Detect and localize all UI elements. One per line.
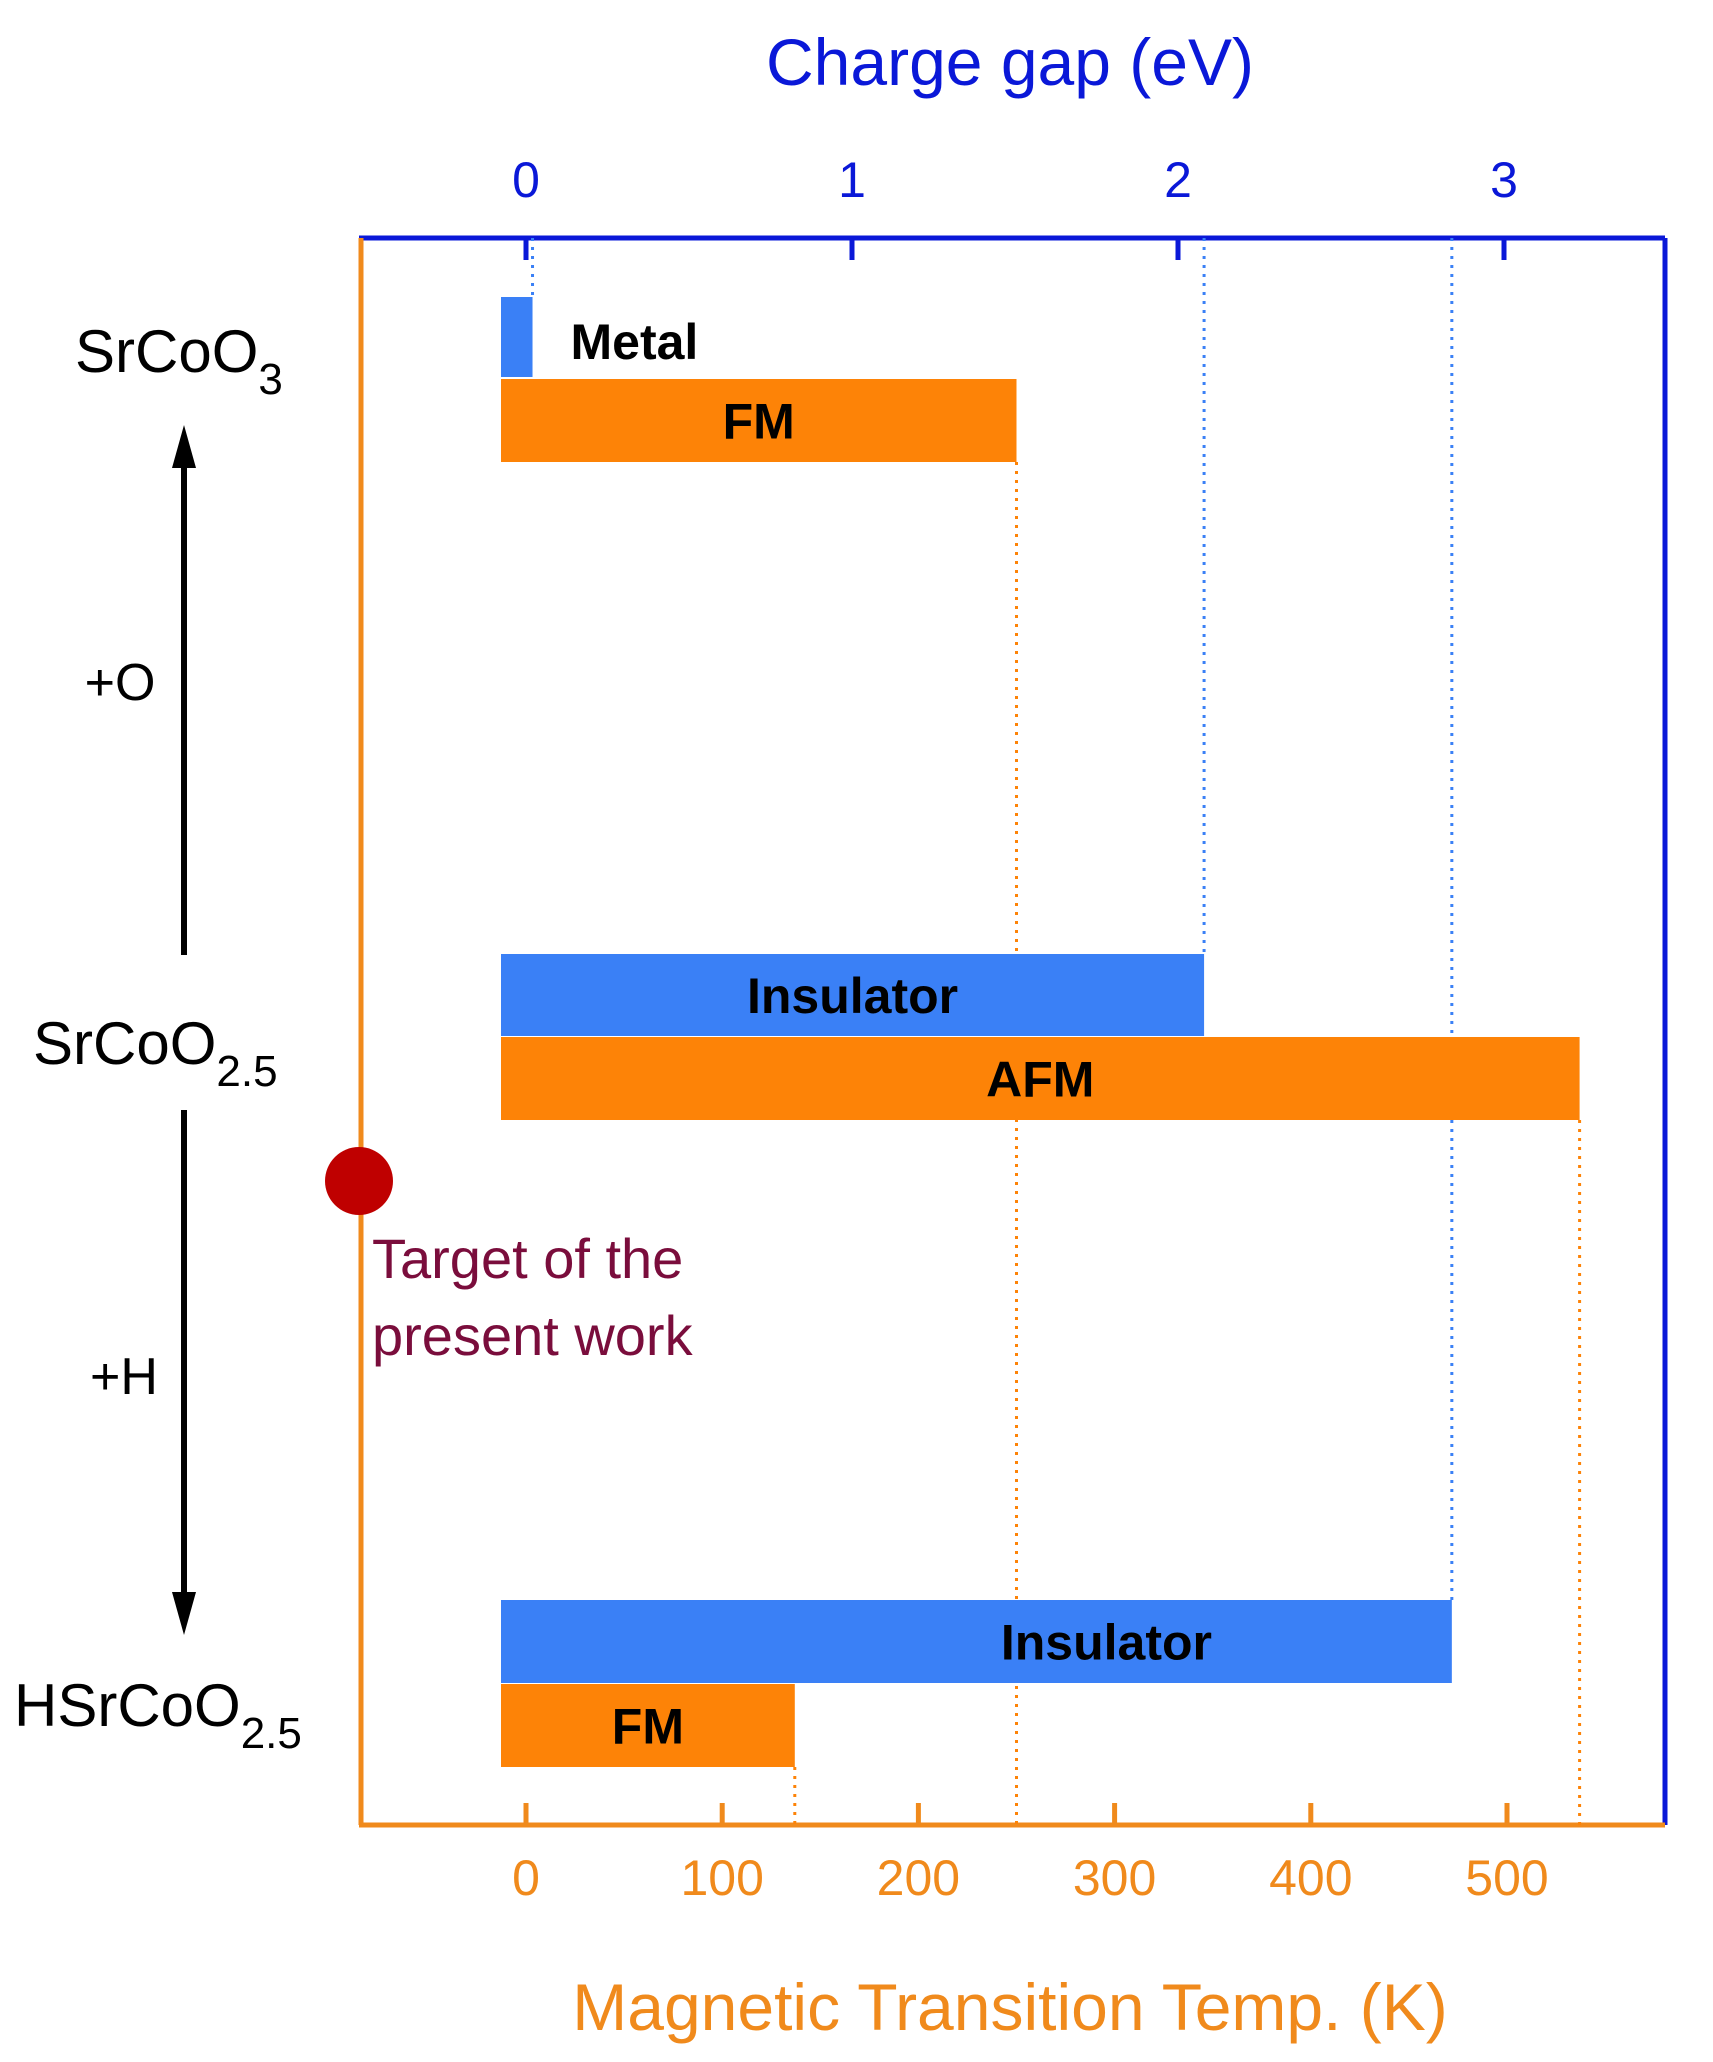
compound-label-sub: 2.5 — [216, 1047, 277, 1096]
top-axis-tick-label: 0 — [512, 152, 540, 208]
charge-gap-bar-label: Metal — [571, 314, 699, 370]
charge-gap-bar-label: Insulator — [1001, 1615, 1212, 1671]
magnetic-bar-label: FM — [612, 1699, 684, 1755]
top-axis-ticks: 0 1 2 3 — [512, 152, 1518, 260]
compound-label-main: SrCoO — [33, 1010, 216, 1077]
bottom-axis-title: Magnetic Transition Temp. (K) — [572, 1970, 1447, 2044]
compound-label-srcoo3: SrCoO3 — [75, 318, 283, 404]
charge-gap-bar — [501, 1600, 1452, 1683]
oxidation-label: +O — [85, 654, 156, 712]
annotation-line-2: present work — [372, 1304, 694, 1367]
bottom-axis-tick-label: 0 — [512, 1850, 540, 1906]
bottom-axis-tick-label: 400 — [1269, 1850, 1352, 1906]
bottom-axis-tick-label: 100 — [680, 1850, 763, 1906]
compound-label-sub: 2.5 — [241, 1709, 302, 1758]
hydrogenation-label: +H — [90, 1348, 158, 1406]
top-axis-title: Charge gap (eV) — [766, 25, 1254, 99]
bottom-axis-tick-label: 300 — [1073, 1850, 1156, 1906]
bottom-axis-tick-label: 200 — [877, 1850, 960, 1906]
reference-lines — [531, 238, 1582, 1825]
magnetic-bar-label: AFM — [986, 1052, 1094, 1108]
oxidation-arrow-head — [172, 425, 196, 468]
charge-gap-bar — [501, 954, 1205, 1036]
bottom-axis-tick-label: 500 — [1465, 1850, 1548, 1906]
charge-gap-bar-label: Insulator — [747, 968, 958, 1024]
bottom-axis-ticks: 0 100 200 300 400 500 — [512, 1803, 1549, 1906]
top-axis-tick-label: 1 — [838, 152, 866, 208]
charge-gap-bar — [501, 297, 533, 377]
compound-label-main: SrCoO — [75, 318, 258, 385]
compound-label-hsrcoo25: HSrCoO2.5 — [14, 1672, 302, 1758]
magnetic-bar — [501, 379, 1017, 462]
compound-label-main: HSrCoO — [14, 1672, 241, 1739]
hydrogenation-arrow-head — [172, 1592, 196, 1635]
magnetic-bar — [501, 1037, 1580, 1120]
compound-label-sub: 3 — [258, 355, 282, 404]
top-axis-tick-label: 2 — [1164, 152, 1192, 208]
magnetic-bar — [501, 1684, 795, 1767]
compound-label-srcoo25: SrCoO2.5 — [33, 1010, 278, 1096]
annotation-line-1: Target of the — [372, 1227, 683, 1290]
top-axis-tick-label: 3 — [1490, 152, 1518, 208]
target-marker — [325, 1147, 393, 1215]
magnetic-bar-label: FM — [723, 394, 795, 450]
